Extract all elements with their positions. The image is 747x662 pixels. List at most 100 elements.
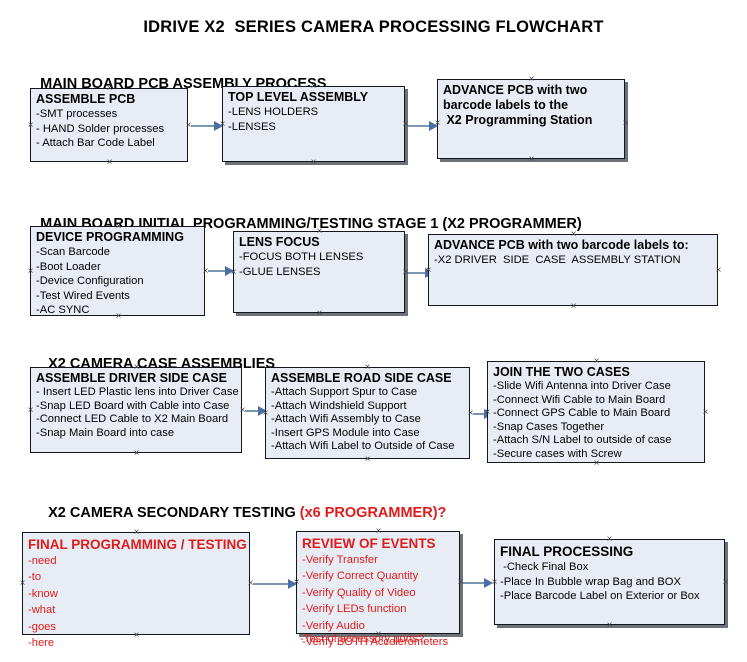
selection-handle-bottom[interactable] [132,449,141,458]
box-line: -Boot Loader [36,260,101,273]
process-box-review-of-events[interactable]: REVIEW OF EVENTS -Verify Transfer -Verif… [296,531,460,648]
section-heading-text: X2 CAMERA SECONDARY TESTING [48,505,300,521]
selection-handle-top[interactable] [114,222,123,231]
box-line: -LENSES [228,120,276,133]
box-line: -SMT processes [36,108,118,120]
selection-handle-bottom[interactable] [132,631,141,640]
process-box-assemble-driver-side-case[interactable]: ASSEMBLE DRIVER SIDE CASE - Insert LED P… [30,367,242,453]
box-line: barcode labels to the [443,98,569,112]
selection-handle-top[interactable] [605,535,614,544]
process-box-final-processing[interactable]: FINAL PROCESSING -Check Final Box -Place… [494,539,725,625]
process-box-device-programming[interactable]: DEVICE PROGRAMMING -Scan Barcode -Boot L… [30,226,205,316]
box-line: -LENS HOLDERS [228,106,319,118]
selection-handle-left[interactable] [433,119,442,128]
box-line: -Verify Correct Quantity [302,570,419,583]
process-box-advance-pcb-to-programming-station[interactable]: ADVANCE PCB with two barcode labels to t… [437,79,625,159]
selection-handle-left[interactable] [261,409,270,418]
process-box-assemble-pcb[interactable]: ASSEMBLE PCB -SMT processes - HAND Solde… [30,88,188,162]
box-line: -Snap LED Board with Cable into Case [36,399,230,412]
box-line: -Place Barcode Label on Exterior or Box [500,590,700,603]
selection-handle-top[interactable] [374,527,383,536]
selection-handle-left[interactable] [18,579,27,588]
selection-handle-bottom[interactable] [363,455,372,464]
box-header: FINAL PROCESSING [500,544,634,559]
selection-handle-bottom[interactable] [315,309,324,318]
box-overflow-line: -Test of accessory ports? [300,633,425,645]
selection-handle-bottom[interactable] [569,302,578,311]
box-line: -Verify LEDs function [302,603,407,616]
connector-arrow [253,579,297,589]
box-line: -Attach Wifi Assembly to Case [271,413,421,426]
box-header: JOIN THE TWO CASES [493,365,630,379]
box-header: ASSEMBLE PCB [36,92,136,106]
box-line: -Attach Support Spur to Case [271,386,418,398]
selection-handle-top[interactable] [132,363,141,372]
selection-handle-left[interactable] [292,578,301,587]
box-line: X2 Programming Station [443,113,593,127]
connector-arrow [463,578,493,588]
box-line: -Test Wired Events [36,289,130,302]
box-line: -Check Final Box [500,561,589,573]
arrow-head-icon [484,578,493,588]
selection-handle-top[interactable] [132,528,141,537]
process-box-lens-focus[interactable]: LENS FOCUS -FOCUS BOTH LENSES -GLUE LENS… [233,231,405,313]
box-line: -here [28,637,55,650]
box-line: -need [28,555,57,567]
box-line: -Slide Wifi Antenna into Driver Case [493,380,671,392]
box-line: -Attach Wifi Label to Outside of Case [271,440,455,453]
box-line: -Device Configuration [36,275,144,288]
selection-handle-bottom[interactable] [309,158,318,167]
process-box-top-level-assembly[interactable]: TOP LEVEL ASSEMBLY -LENS HOLDERS -LENSES [222,86,405,162]
process-box-assemble-road-side-case[interactable]: ASSEMBLE ROAD SIDE CASE -Attach Support … [265,367,470,459]
selection-handle-left[interactable] [490,578,499,587]
box-line: -goes [28,620,56,633]
selection-handle-bottom[interactable] [592,459,601,468]
selection-handle-right[interactable] [721,578,730,587]
box-header: FINAL PROGRAMMING / TESTING [28,537,247,552]
selection-handle-left[interactable] [26,121,35,130]
box-line: -Verify Quality of Video [302,586,416,599]
box-line: -Scan Barcode [36,246,111,258]
box-line: -Snap Main Board into case [36,426,175,439]
selection-handle-left[interactable] [26,267,35,276]
selection-handle-bottom[interactable] [605,621,614,630]
selection-handle-top[interactable] [569,230,578,239]
selection-handle-left[interactable] [424,266,433,275]
selection-handle-top[interactable] [315,227,324,236]
box-line: - Insert LED Plastic lens into Driver Ca… [36,386,239,398]
selection-handle-left[interactable] [483,408,492,417]
selection-handle-left[interactable] [218,120,227,129]
selection-handle-top[interactable] [592,357,601,366]
box-line: -FOCUS BOTH LENSES [239,251,364,263]
box-line: -Insert GPS Module into Case [271,426,420,439]
connector-arrow [408,121,438,131]
box-line: -Verify BOTH Accelerometers [302,636,449,649]
process-box-join-the-two-cases[interactable]: JOIN THE TWO CASES -Slide Wifi Antenna i… [487,361,705,463]
box-line: -X2 DRIVER SIDE CASE ASSEMBLY STATION [434,254,681,266]
box-header: ADVANCE PCB with two barcode labels to: [434,238,689,252]
selection-handle-top[interactable] [363,363,372,372]
selection-handle-bottom[interactable] [105,158,114,167]
box-header: ASSEMBLE ROAD SIDE CASE [271,371,452,385]
process-box-final-programming-testing[interactable]: FINAL PROGRAMMING / TESTING -need -to -k… [22,532,250,649]
selection-handle-right[interactable] [714,266,723,275]
box-line: -Connect Wifi Cable to Main Board [493,393,666,406]
selection-handle-left[interactable] [26,406,35,415]
box-line: -Connect GPS Cable to Main Board [493,407,671,420]
selection-handle-left[interactable] [229,268,238,277]
connector-arrow [191,121,223,131]
selection-handle-top[interactable] [309,82,318,91]
selection-handle-top[interactable] [105,84,114,93]
process-box-advance-pcb-to-driver-side-case-station[interactable]: ADVANCE PCB with two barcode labels to: … [428,234,718,306]
box-line: -Attach Windshield Support [271,399,407,412]
selection-handle-right[interactable] [701,408,710,417]
selection-handle-top[interactable] [527,75,536,84]
selection-handle-bottom[interactable] [114,312,123,321]
box-header: LENS FOCUS [239,235,320,249]
selection-handle-bottom[interactable] [527,155,536,164]
box-line: - Attach Bar Code Label [36,137,155,150]
selection-handle-bottom[interactable] [374,630,383,639]
selection-handle-right[interactable] [621,119,630,128]
box-line: -Place In Bubble wrap Bag and BOX [500,575,681,588]
box-line: -Snap Cases Together [493,420,605,433]
